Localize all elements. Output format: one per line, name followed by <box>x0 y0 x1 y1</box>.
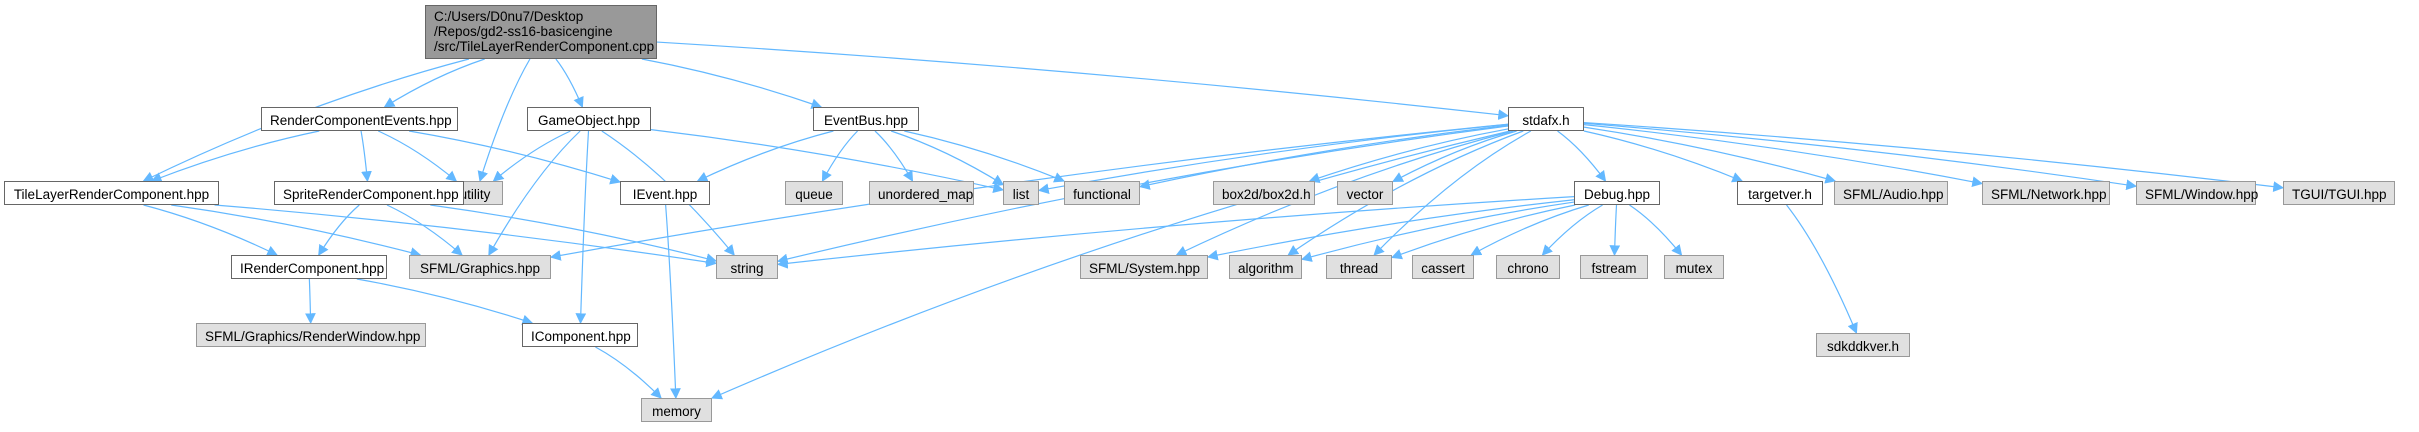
node-chrono[interactable]: chrono <box>1496 255 1560 279</box>
edge-stdafx-to-memory <box>711 130 1511 400</box>
edge-tile_layer_render_component-to-sfml_graphics <box>171 204 422 258</box>
node-sfml-window[interactable]: SFML/Window.hpp <box>2136 181 2258 205</box>
edge-irender_component-to-icomponent <box>356 278 534 326</box>
edge-debug-to-algorithm <box>1300 201 1575 262</box>
edge-debug-to-sfml_system <box>1206 199 1575 261</box>
edge-root-to-stdafx <box>656 41 1510 120</box>
node-list[interactable]: list <box>1003 181 1039 205</box>
edge-stdafx-to-sfml_window <box>1583 122 2138 191</box>
node-box2d[interactable]: box2d/box2d.h <box>1213 181 1315 205</box>
node-mutex[interactable]: mutex <box>1664 255 1724 279</box>
edge-stdafx-to-tgui <box>1583 121 2285 192</box>
edge-game_object-to-icomponent <box>575 130 590 325</box>
edge-stdafx-to-box2d <box>1308 128 1509 183</box>
edge-stdafx-to-debug <box>1557 130 1607 182</box>
edge-root-to-render_component_events <box>383 58 485 108</box>
node-memory[interactable]: memory <box>641 398 712 422</box>
node-render-component-events[interactable]: RenderComponentEvents.hpp <box>261 107 458 131</box>
node-tgui[interactable]: TGUI/TGUI.hpp <box>2283 181 2395 205</box>
edge-root-to-utility <box>477 58 531 183</box>
node-vector[interactable]: vector <box>1337 181 1393 205</box>
node-sfml-graphics[interactable]: SFML/Graphics.hpp <box>409 255 551 279</box>
node-irender-component[interactable]: IRenderComponent.hpp <box>231 255 387 279</box>
edge-render_component_events-to-utility <box>377 130 458 182</box>
edge-debug-to-cassert <box>1470 204 1589 256</box>
edge-debug-to-chrono <box>1541 204 1603 256</box>
edge-event_bus-to-ievent <box>696 130 834 182</box>
edge-stdafx-to-sfml_audio <box>1583 126 1837 184</box>
node-functional[interactable]: functional <box>1064 181 1140 205</box>
node-sprite-render-component[interactable]: SpriteRenderComponent.hpp <box>274 181 464 205</box>
edge-sprite_render_component-to-irender_component <box>318 204 360 256</box>
edge-tile_layer_render_component-to-irender_component <box>143 204 278 256</box>
node-cassert[interactable]: cassert <box>1412 255 1474 279</box>
edge-sprite_render_component-to-sfml_graphics <box>386 204 463 256</box>
node-algorithm[interactable]: algorithm <box>1229 255 1302 279</box>
node-sfml-network[interactable]: SFML/Network.hpp <box>1982 181 2110 205</box>
edge-debug-to-fstream <box>1609 204 1621 257</box>
edge-sprite_render_component-to-string <box>430 204 718 264</box>
edge-root-to-game_object <box>555 58 584 108</box>
edge-stdafx-to-functional <box>1138 124 1509 190</box>
edge-event_bus-to-functional <box>904 130 1066 183</box>
edge-debug-to-string <box>776 196 1575 269</box>
edge-event_bus-to-list <box>890 130 1004 185</box>
node-sdkddkver[interactable]: sdkddkver.h <box>1816 333 1910 357</box>
edge-ievent-to-memory <box>665 204 681 400</box>
node-targetver[interactable]: targetver.h <box>1737 181 1823 205</box>
edge-stdafx-to-targetver <box>1583 130 1744 183</box>
node-sfml-audio[interactable]: SFML/Audio.hpp <box>1834 181 1948 205</box>
node-event-bus[interactable]: EventBus.hpp <box>813 107 919 131</box>
edge-tile_layer_render_component-to-string <box>214 204 718 268</box>
edge-root-to-event_bus <box>641 58 823 109</box>
edge-render_component_events-to-sprite_render_component <box>360 130 372 183</box>
edge-stdafx-to-algorithm <box>1287 130 1524 256</box>
node-string[interactable]: string <box>716 255 778 279</box>
edge-render_component_events-to-ievent <box>408 130 622 185</box>
edge-icomponent-to-memory <box>595 346 662 399</box>
node-debug[interactable]: Debug.hpp <box>1574 181 1660 205</box>
node-stdafx[interactable]: stdafx.h <box>1508 107 1584 131</box>
node-icomponent[interactable]: IComponent.hpp <box>522 323 638 347</box>
edge-stdafx-to-string <box>776 125 1509 265</box>
node-root: C:/Users/D0nu7/Desktop /Repos/gd2-ss16-b… <box>425 5 657 59</box>
edge-stdafx-to-vector <box>1392 130 1517 183</box>
edge-irender_component-to-sfml_render_window <box>305 278 316 325</box>
edge-event_bus-to-unordered_map <box>874 130 914 182</box>
node-fstream[interactable]: fstream <box>1580 255 1648 279</box>
node-thread[interactable]: thread <box>1326 255 1392 279</box>
node-sfml-system[interactable]: SFML/System.hpp <box>1080 255 1208 279</box>
edge-game_object-to-sfml_graphics <box>488 130 581 256</box>
edge-event_bus-to-queue <box>821 130 858 182</box>
edge-game_object-to-utility <box>492 130 571 182</box>
node-tile-layer-render-component[interactable]: TileLayerRenderComponent.hpp <box>4 181 219 205</box>
edge-game_object-to-list <box>650 129 1005 194</box>
edge-targetver-to-sdkddkver <box>1786 204 1858 334</box>
edge-render_component_events-to-tile_layer_render_component <box>150 130 320 183</box>
edge-debug-to-mutex <box>1629 204 1683 256</box>
node-ievent[interactable]: IEvent.hpp <box>620 181 710 205</box>
node-sfml-render-window[interactable]: SFML/Graphics/RenderWindow.hpp <box>196 323 426 347</box>
node-unordered-map[interactable]: unordered_map <box>869 181 974 205</box>
edge-stdafx-to-sfml_graphics <box>549 123 1509 261</box>
node-queue[interactable]: queue <box>785 181 843 205</box>
edge-debug-to-thread <box>1390 204 1576 260</box>
node-game-object[interactable]: GameObject.hpp <box>527 107 651 131</box>
edge-stdafx-to-sfml_network <box>1583 124 1984 187</box>
